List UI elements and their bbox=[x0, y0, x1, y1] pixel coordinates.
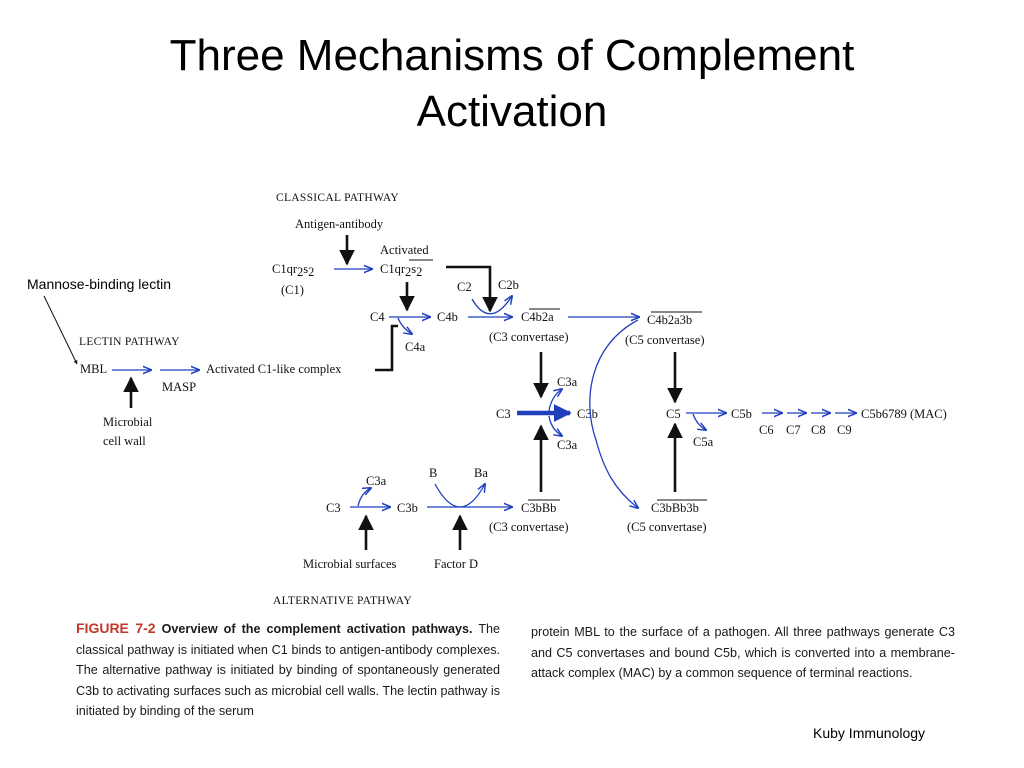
c4a-label: C4a bbox=[405, 340, 426, 354]
masp-label: MASP bbox=[162, 380, 196, 394]
c3a-lower-release-arrow bbox=[548, 415, 562, 436]
alt-c3a-label: C3a bbox=[366, 474, 387, 488]
c1-label: (C1) bbox=[281, 283, 304, 297]
c9-label: C9 bbox=[837, 423, 852, 437]
microbial-label-line-1: Microbial bbox=[103, 415, 153, 429]
c5a-label: C5a bbox=[693, 435, 714, 449]
c1-to-c2-bracket bbox=[446, 265, 498, 313]
alt-c5-convertase-label: (C5 convertase) bbox=[627, 520, 706, 534]
c2-label: C2 bbox=[457, 280, 472, 294]
activated-c1qr2s2-label: C1qr2s2 bbox=[380, 262, 422, 279]
title-line-1: Three Mechanisms of Complement bbox=[169, 31, 855, 80]
c1qr2s2-label: C1qr2s2 bbox=[272, 262, 314, 279]
c4b-label: C4b bbox=[437, 310, 458, 324]
c5a-release-arrow bbox=[692, 413, 706, 430]
c2b-label: C2b bbox=[498, 278, 519, 292]
activated-label: Activated bbox=[380, 243, 429, 257]
caption-right-text: protein MBL to the surface of a pathogen… bbox=[531, 625, 955, 680]
mannose-binding-lectin-label: Mannose-binding lectin bbox=[27, 276, 171, 292]
mbl-label: MBL bbox=[80, 362, 107, 376]
c6-label: C6 bbox=[759, 423, 774, 437]
factor-d-label: Factor D bbox=[434, 557, 478, 571]
lectin-pathway-header: LECTIN PATHWAY bbox=[79, 336, 180, 348]
c7-label: C7 bbox=[786, 423, 801, 437]
factor-b-label: B bbox=[429, 466, 437, 480]
c3bbb-label: C3bBb bbox=[521, 501, 556, 515]
ba-label: Ba bbox=[474, 466, 488, 480]
c4-label: C4 bbox=[370, 310, 385, 324]
microbial-label-line-2: cell wall bbox=[103, 434, 146, 448]
alternative-pathway-header: ALTERNATIVE PATHWAY bbox=[273, 595, 412, 607]
mbl-pointer-line bbox=[43, 295, 78, 365]
c4a-release-arrow bbox=[397, 317, 412, 334]
mac-label: C5b6789 (MAC) bbox=[861, 407, 947, 421]
c3a-upper-label: C3a bbox=[557, 375, 578, 389]
c5-label: C5 bbox=[666, 407, 681, 421]
central-c3b-label: C3b bbox=[577, 407, 598, 421]
alt-c3-label: C3 bbox=[326, 501, 341, 515]
c3a-upper-release-arrow bbox=[548, 389, 562, 412]
activated-c1-like-complex-label: Activated C1-like complex bbox=[206, 362, 342, 376]
c4b2a-label: C4b2a bbox=[521, 310, 554, 324]
classical-c3-convertase-label: (C3 convertase) bbox=[489, 330, 568, 344]
title-line-2: Activation bbox=[416, 87, 608, 136]
page-title: Three Mechanisms of Complement Activatio… bbox=[0, 28, 1024, 140]
figure-title: Overview of the complement activation pa… bbox=[161, 622, 473, 636]
c4b2a3b-label: C4b2a3b bbox=[647, 313, 692, 327]
source-credit: Kuby Immunology bbox=[813, 725, 926, 741]
factor-b-cleavage-curve bbox=[434, 484, 485, 508]
alt-c3b-label: C3b bbox=[397, 501, 418, 515]
lectin-to-c4-bracket bbox=[375, 324, 398, 372]
classical-pathway-header: CLASSICAL PATHWAY bbox=[276, 192, 399, 204]
alt-c3-convertase-label: (C3 convertase) bbox=[489, 520, 568, 534]
c3bbb3b-label: C3bBb3b bbox=[651, 501, 699, 515]
antigen-antibody-label: Antigen-antibody bbox=[295, 217, 384, 231]
c3a-lower-label: C3a bbox=[557, 438, 578, 452]
figure-caption-right: protein MBL to the surface of a pathogen… bbox=[531, 622, 955, 684]
alt-c3a-release-arrow bbox=[357, 488, 371, 507]
c5b-label: C5b bbox=[731, 407, 752, 421]
figure-caption-left: FIGURE 7-2 Overview of the complement ac… bbox=[76, 618, 500, 722]
c2-cleavage-curve bbox=[471, 296, 512, 315]
microbial-surfaces-label: Microbial surfaces bbox=[303, 557, 397, 571]
c8-label: C8 bbox=[811, 423, 826, 437]
c3b-to-c5-convertases-curve bbox=[589, 319, 638, 508]
caption-left-text: The classical pathway is initiated when … bbox=[76, 622, 501, 718]
figure-number: FIGURE 7-2 bbox=[76, 620, 156, 636]
central-c3-label: C3 bbox=[496, 407, 511, 421]
classical-c5-convertase-label: (C5 convertase) bbox=[625, 333, 704, 347]
